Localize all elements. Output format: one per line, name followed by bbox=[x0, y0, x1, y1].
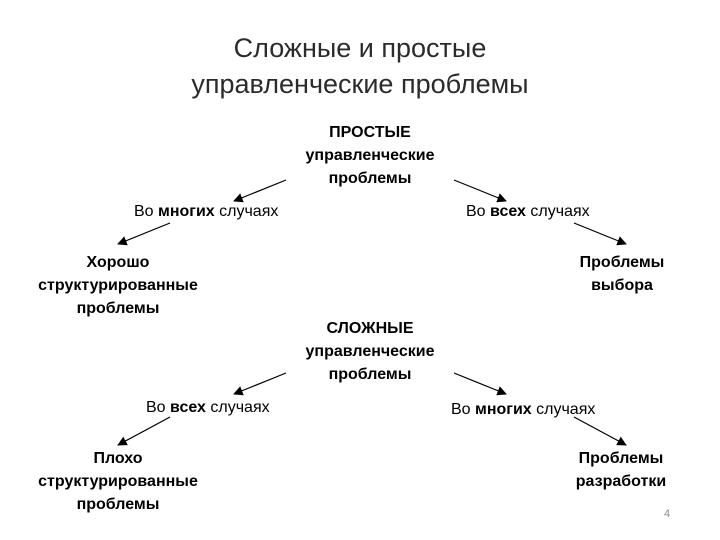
complex-left-label-bold: всех bbox=[170, 399, 206, 416]
complex-left-label-pre: Во bbox=[146, 399, 171, 416]
page-number: 4 bbox=[664, 508, 671, 520]
arrow-simple-root-to-left-label bbox=[233, 179, 287, 203]
arrow-complex-root-to-right-label bbox=[453, 372, 507, 396]
simple-left-label-bold: многих bbox=[158, 203, 215, 220]
simple-right-label-bold: всех bbox=[490, 203, 526, 220]
simple-right-leaf-line-1: Проблемы bbox=[579, 254, 665, 271]
complex-left-leaf-line-3: проблемы bbox=[76, 496, 160, 513]
arrow-simple-left-label-to-leaf bbox=[117, 222, 171, 246]
complex-right-edge-label: Во многих случаях bbox=[451, 400, 595, 420]
simple-right-edge-label: Во всех случаях bbox=[466, 202, 590, 222]
simple-right-leaf-node: Проблемы выбора bbox=[552, 251, 692, 297]
arrow-complex-right-label-to-leaf bbox=[573, 416, 627, 446]
simple-left-leaf-line-3: проблемы bbox=[76, 300, 160, 317]
arrow-simple-right-label-to-leaf bbox=[573, 222, 627, 246]
complex-right-leaf-line-2: разработки bbox=[575, 473, 667, 490]
simple-right-leaf-line-2: выбора bbox=[591, 277, 653, 294]
simple-root-node: ПРОСТЫЕ управленческие проблемы bbox=[270, 121, 470, 190]
complex-root-line-2: управленческие bbox=[305, 343, 435, 360]
complex-left-leaf-node: Плохо структурированные проблемы bbox=[18, 447, 218, 516]
arrow-complex-left-label-to-leaf bbox=[117, 416, 171, 446]
simple-left-edge-label: Во многих случаях bbox=[134, 202, 278, 222]
simple-root-line-3: проблемы bbox=[328, 170, 412, 187]
slide-title: Сложные и простые управленческие проблем… bbox=[0, 30, 720, 102]
complex-left-edge-label: Во всех случаях bbox=[146, 398, 270, 418]
simple-left-label-pre: Во bbox=[134, 203, 159, 220]
simple-left-leaf-line-1: Хорошо bbox=[86, 254, 150, 271]
title-line-1: Сложные и простые bbox=[233, 33, 487, 63]
simple-root-line-1: ПРОСТЫЕ bbox=[329, 124, 411, 141]
complex-right-label-bold: многих bbox=[475, 401, 532, 418]
complex-root-line-3: проблемы bbox=[328, 366, 412, 383]
simple-root-line-2: управленческие bbox=[305, 147, 435, 164]
complex-root-node: СЛОЖНЫЕ управленческие проблемы bbox=[270, 317, 470, 386]
arrow-simple-root-to-right-label bbox=[453, 179, 507, 203]
complex-left-label-post: случаях bbox=[205, 399, 270, 416]
simple-right-label-pre: Во bbox=[466, 203, 491, 220]
simple-left-leaf-node: Хорошо структурированные проблемы bbox=[18, 251, 218, 320]
complex-root-line-1: СЛОЖНЫЕ bbox=[326, 320, 414, 337]
complex-right-leaf-line-1: Проблемы bbox=[578, 450, 664, 467]
simple-left-label-post: случаях bbox=[214, 203, 279, 220]
arrow-complex-root-to-left-label bbox=[233, 372, 287, 396]
complex-right-leaf-node: Проблемы разработки bbox=[550, 447, 692, 493]
simple-right-label-post: случаях bbox=[525, 203, 590, 220]
complex-left-leaf-line-1: Плохо bbox=[93, 450, 143, 467]
complex-right-label-post: случаях bbox=[531, 401, 596, 418]
complex-left-leaf-line-2: структурированные bbox=[38, 473, 198, 490]
complex-right-label-pre: Во bbox=[451, 401, 476, 418]
simple-left-leaf-line-2: структурированные bbox=[38, 277, 198, 294]
title-line-2: управленческие проблемы bbox=[191, 69, 529, 99]
